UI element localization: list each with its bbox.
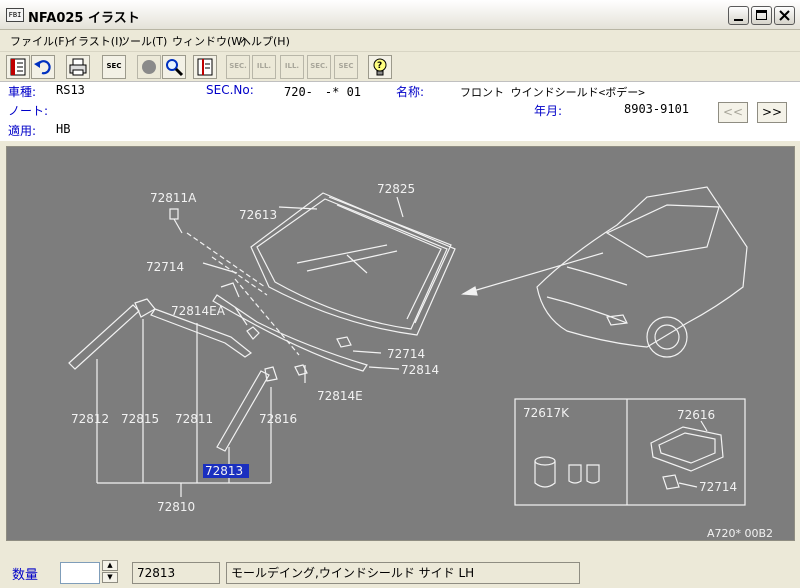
printer-icon — [69, 58, 87, 76]
undo-arrow-icon — [34, 60, 51, 75]
car-sketch — [536, 186, 748, 348]
menu-window[interactable]: ウィンドウ(W) — [172, 35, 247, 48]
svg-text:?: ? — [377, 61, 382, 71]
illustration-panel[interactable]: 72811A 72613 72825 72714 72814EA 72714 7… — [6, 146, 795, 541]
drawing-code: A720* 00B2 — [707, 527, 773, 540]
maximize-icon — [756, 10, 767, 20]
part-label-72613[interactable]: 72613 — [239, 208, 277, 222]
circle-button[interactable] — [137, 55, 161, 79]
part-name-field: モールデイング,ウインドシールド サイド LH — [226, 562, 580, 584]
quantity-down-button[interactable]: ▼ — [102, 572, 118, 583]
selection-highlight — [203, 464, 249, 478]
close-icon — [779, 10, 790, 21]
part-label-72714-c[interactable]: 72714 — [699, 480, 737, 494]
ill-prev-icon: ILL. — [256, 62, 272, 70]
windshield-glass — [256, 198, 448, 330]
title-bar[interactable]: FBI NFA025 イラスト — [0, 0, 800, 30]
sec-button[interactable]: SEC — [102, 55, 126, 79]
book-button[interactable] — [6, 55, 30, 79]
quantity-label: 数量 — [12, 568, 39, 583]
close-button[interactable] — [774, 6, 795, 25]
part-label-72814EA[interactable]: 72814EA — [171, 304, 226, 318]
part-label-72616[interactable]: 72616 — [677, 408, 715, 422]
help-bulb-icon: ? — [373, 58, 387, 76]
date-label: 年月: — [534, 104, 563, 118]
molding-lh — [68, 304, 140, 370]
parts-illustration[interactable]: 72811A 72613 72825 72714 72814EA 72714 7… — [7, 147, 794, 540]
model-value: RS13 — [56, 83, 85, 97]
window-title: NFA025 イラスト — [28, 11, 140, 26]
name-label: 名称: — [396, 85, 425, 99]
app-icon: FBI — [6, 8, 24, 22]
menu-illust[interactable]: イラスト(I) — [67, 35, 123, 48]
sec-value: 720- -* 01 — [284, 85, 362, 99]
model-label: 車種: — [8, 85, 37, 99]
note-label: ノート: — [8, 104, 49, 118]
print-button[interactable] — [66, 55, 90, 79]
catalog-button[interactable] — [193, 55, 217, 79]
part-label-72810[interactable]: 72810 — [157, 500, 195, 514]
part-label-72825[interactable]: 72825 — [377, 182, 415, 196]
part-label-72816[interactable]: 72816 — [259, 412, 297, 426]
next-page-button[interactable]: >> — [757, 102, 787, 123]
ill-next-button[interactable]: ILL. — [280, 55, 304, 79]
part-label-72811A[interactable]: 72811A — [150, 191, 197, 205]
undo-button[interactable] — [31, 55, 55, 79]
menu-bar: ファイル(F) イラスト(I) ツール(T) ウィンドウ(W) ヘルプ(H) — [0, 30, 800, 50]
ill-next-icon: ILL. — [284, 62, 300, 70]
catalog-icon — [197, 58, 213, 76]
sec-label: SEC.No: — [206, 83, 254, 97]
part-label-72812[interactable]: 72812 — [71, 412, 109, 426]
sec-prev-button[interactable]: SEC. — [226, 55, 250, 79]
part-label-72814[interactable]: 72814 — [401, 363, 439, 377]
menu-help[interactable]: ヘルプ(H) — [240, 35, 290, 48]
part-label-72714-b[interactable]: 72714 — [387, 347, 425, 361]
minimize-icon — [734, 19, 743, 21]
date-value: 8903-9101 — [624, 102, 690, 116]
circle-icon — [142, 60, 156, 74]
sec-icon: SEC — [106, 62, 122, 70]
magnifier-icon — [166, 59, 184, 77]
sec-next-button[interactable]: SEC. — [307, 55, 331, 79]
part-label-72617K[interactable]: 72617K — [523, 406, 570, 420]
sec-next-icon: SEC. — [310, 62, 328, 70]
name-value: フロント ウインドシールド<ボデー> — [460, 86, 645, 99]
sec-query-button[interactable]: SEC — [334, 55, 358, 79]
part-label-72714-a[interactable]: 72714 — [146, 260, 184, 274]
menu-tool[interactable]: ツール(T) — [119, 35, 168, 48]
menu-file[interactable]: ファイル(F) — [10, 35, 69, 48]
status-bar: 数量 ▲ ▼ 72813 モールデイング,ウインドシールド サイド LH — [0, 556, 800, 588]
part-label-72815[interactable]: 72815 — [121, 412, 159, 426]
sec-prev-icon: SEC. — [229, 62, 247, 70]
sec-query-icon: SEC — [338, 62, 354, 70]
quantity-input[interactable] — [60, 562, 100, 584]
prev-page-button[interactable]: << — [718, 102, 748, 123]
part-label-72813[interactable]: 72813 — [205, 464, 243, 478]
maximize-button[interactable] — [751, 6, 772, 25]
apply-label: 適用: — [8, 124, 37, 138]
info-panel — [0, 81, 800, 141]
ill-prev-button[interactable]: ILL. — [252, 55, 276, 79]
book-icon — [10, 58, 26, 76]
toolbar: SEC SEC. ILL. ILL — [0, 51, 800, 81]
search-button[interactable] — [162, 55, 186, 79]
part-label-72811[interactable]: 72811 — [175, 412, 213, 426]
help-button[interactable]: ? — [368, 55, 392, 79]
minimize-button[interactable] — [728, 6, 749, 25]
part-label-72814E[interactable]: 72814E — [317, 389, 363, 403]
apply-value: HB — [56, 122, 71, 136]
part-number-field: 72813 — [132, 562, 220, 584]
quantity-up-button[interactable]: ▲ — [102, 560, 118, 571]
